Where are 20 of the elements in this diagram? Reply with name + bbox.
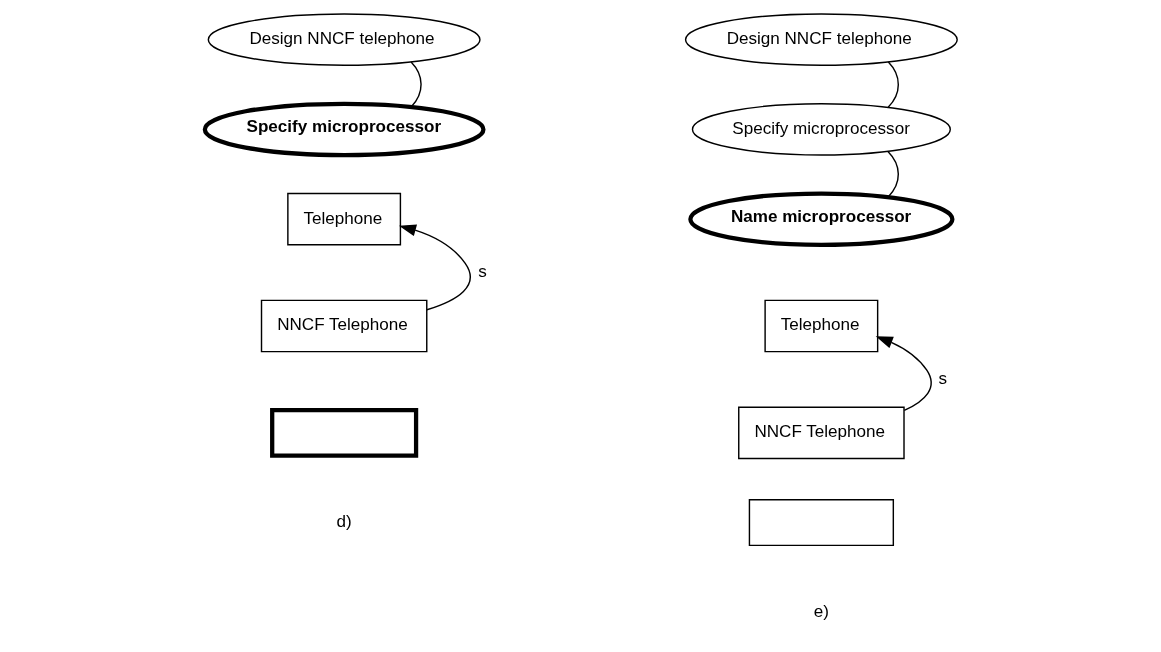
connector [886, 61, 899, 108]
label: e) [813, 601, 829, 621]
connector [409, 61, 422, 108]
label: d) [336, 512, 352, 532]
arrow [875, 336, 932, 412]
node-ellipse: Specify microprocessor [202, 101, 486, 158]
node-ellipse: Design NNCF telephone [207, 13, 481, 66]
node-box: NNCF Telephone [737, 406, 905, 460]
node-ellipse: Specify microprocessor [691, 103, 951, 156]
node-box: Telephone [763, 299, 878, 353]
node-ellipse: Name microprocessor [687, 191, 954, 247]
node-box: Telephone [286, 192, 401, 246]
node-box: NNCF Telephone [260, 299, 427, 353]
edge-label: s [937, 368, 947, 388]
edge-label: s [477, 261, 487, 281]
node-box [748, 499, 894, 547]
node-ellipse: Design NNCF telephone [684, 13, 958, 66]
arrow [398, 224, 471, 311]
connector [886, 150, 899, 198]
node-box [269, 407, 418, 458]
